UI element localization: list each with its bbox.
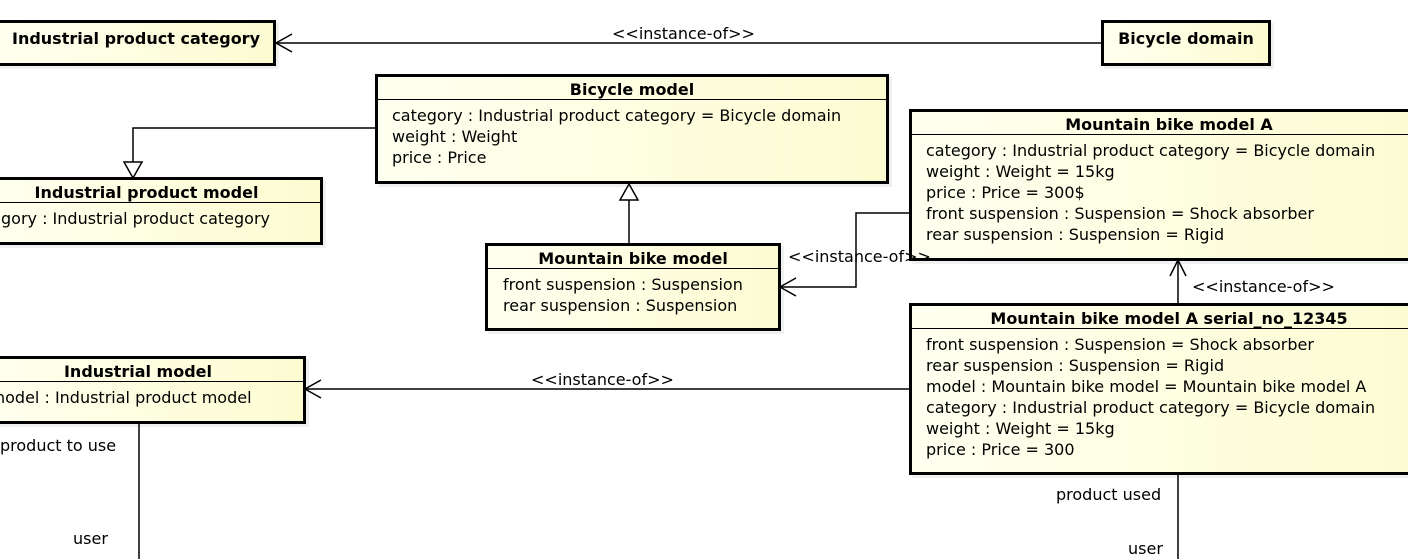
generalization-line-bicycle-model [132, 127, 376, 162]
hollow-triangle-industrial-product-model [122, 161, 144, 180]
instance-of-line-model-a [780, 212, 910, 288]
class-bicycle-model[interactable]: Bicycle model category : Industrial prod… [375, 74, 889, 184]
attribute: weight : Weight = 15kg [926, 162, 1115, 181]
attribute: rear suspension : Suspension = Rigid [926, 356, 1225, 375]
attribute: front suspension : Suspension = Shock ab… [926, 335, 1314, 354]
attribute: rear suspension : Suspension [503, 296, 738, 315]
class-name: Industrial product category [11, 29, 260, 48]
class-mountain-bike-model-a-serial[interactable]: Mountain bike model A serial_no_12345 fr… [909, 303, 1408, 475]
instance-of-label-serial: <<instance-of>> [1192, 277, 1335, 296]
association-label-product-to-use: product to use [0, 436, 117, 455]
attributes: category : Industrial product category =… [912, 134, 1408, 245]
attribute: nodel : Industrial product model [0, 388, 252, 407]
class-name: Mountain bike model [538, 249, 728, 268]
attributes: gory : Industrial product category [0, 202, 320, 229]
instance-of-label-industrial-model: <<instance-of>> [531, 370, 674, 389]
instance-of-label-model-a: <<instance-of>> [788, 247, 931, 266]
attribute: front suspension : Suspension = Shock ab… [926, 204, 1314, 223]
attribute: gory : Industrial product category [1, 209, 271, 228]
association-label-product-used: product used [1056, 485, 1162, 504]
attribute: category : Industrial product category =… [392, 106, 842, 125]
class-mountain-bike-model-a[interactable]: Mountain bike model A category : Industr… [909, 109, 1408, 261]
open-arrowhead-category [274, 33, 293, 53]
attribute: weight : Weight [392, 127, 518, 146]
attribute: price : Price = 300 [926, 440, 1075, 459]
association-label-user-left: user [73, 529, 108, 548]
class-industrial-product-model[interactable]: Industrial product model gory : Industri… [0, 177, 323, 245]
class-name: Mountain bike model A serial_no_12345 [990, 309, 1348, 328]
class-mountain-bike-model[interactable]: Mountain bike model front suspension : S… [485, 243, 781, 331]
class-name: Industrial product model [34, 183, 259, 202]
attribute: category : Industrial product category =… [926, 398, 1376, 417]
attribute: front suspension : Suspension [503, 275, 743, 294]
attributes: front suspension : Suspension rear suspe… [488, 268, 778, 316]
attribute: price : Price [392, 148, 487, 167]
attributes: nodel : Industrial product model [0, 381, 303, 408]
attribute: model : Mountain bike model = Mountain b… [926, 377, 1367, 396]
attribute: category : Industrial product category =… [926, 141, 1376, 160]
attribute: weight : Weight = 15kg [926, 419, 1115, 438]
attributes: front suspension : Suspension = Shock ab… [912, 328, 1408, 460]
class-industrial-model[interactable]: Industrial model nodel : Industrial prod… [0, 356, 306, 424]
class-name: Bicycle model [569, 80, 695, 99]
class-name: Industrial model [63, 362, 213, 381]
attribute: price : Price = 300$ [926, 183, 1085, 202]
class-industrial-product-category[interactable]: Industrial product category [0, 20, 276, 66]
class-name: Mountain bike model A [1065, 115, 1273, 134]
class-bicycle-domain[interactable]: Bicycle domain [1101, 20, 1271, 66]
association-label-user-right: user [1128, 539, 1163, 558]
attributes: category : Industrial product category =… [378, 99, 886, 168]
instance-of-label-domain: <<instance-of>> [612, 24, 755, 43]
hollow-triangle-bicycle-model [618, 182, 640, 201]
class-name: Bicycle domain [1118, 29, 1254, 48]
attribute: rear suspension : Suspension = Rigid [926, 225, 1225, 244]
